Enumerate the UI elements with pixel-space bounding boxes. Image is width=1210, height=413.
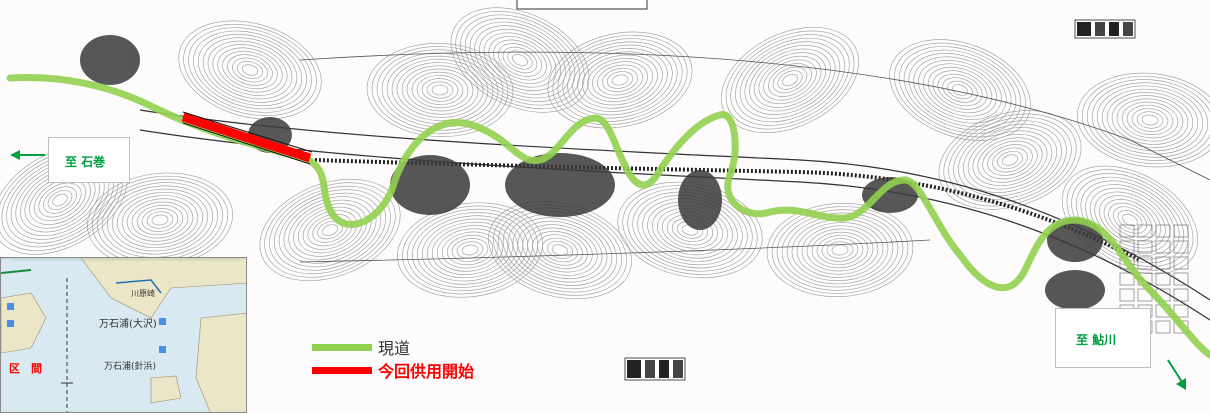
direction-label-ishinomaki: 至 石巻	[65, 155, 106, 169]
inset-place-upper: 万石浦(大沢)	[99, 319, 157, 330]
scale-block-bottom	[624, 357, 686, 381]
slope-hatches	[80, 35, 1105, 310]
legend-new-section: 今回供用開始	[312, 358, 474, 382]
legend-new-section-label: 今回供用開始	[378, 362, 475, 381]
existing-road-line	[6, 74, 1210, 359]
legend-red-swatch	[312, 366, 372, 374]
direction-box-left: 至 石巻	[48, 137, 130, 183]
new-section-line	[181, 112, 312, 163]
legend-existing-road: 現道	[312, 335, 410, 359]
inset-location-map: 川原崎 万石浦(大沢) 万石浦(針浜) 区 間	[0, 257, 247, 413]
arrow-to-ishinomaki-icon	[10, 150, 45, 160]
inset-place-lower: 万石浦(針浜)	[104, 362, 157, 372]
title-frame	[516, 0, 648, 10]
inset-map-drawing	[1, 258, 246, 412]
scale-block-top	[1074, 19, 1136, 39]
inset-section-label: 区 間	[9, 362, 42, 375]
legend-existing-road-label: 現道	[378, 339, 411, 358]
inset-place-top: 川原崎	[131, 289, 155, 298]
legend-green-swatch	[312, 343, 372, 351]
direction-box-right: 至 鮎川	[1055, 308, 1151, 368]
arrow-to-ayukawa-icon	[1167, 359, 1186, 390]
direction-label-ayukawa: 至 鮎川	[1076, 333, 1117, 347]
